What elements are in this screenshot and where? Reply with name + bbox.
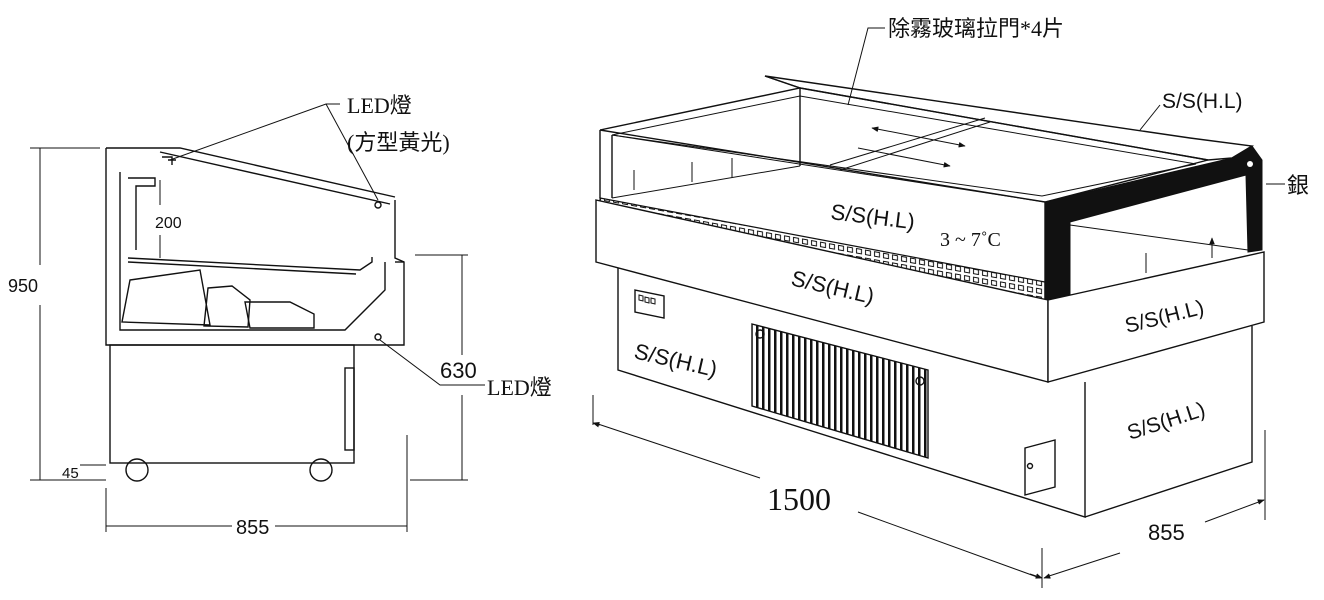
side-base-body: [109, 344, 355, 464]
silver-label: 銀: [1287, 173, 1309, 198]
dim-630-lines: [410, 254, 468, 481]
iso-glass-inner: [611, 95, 1197, 197]
side-shelf-lower: [127, 261, 357, 275]
side-top-bracket: [162, 156, 176, 165]
dim-950: 950: [8, 276, 38, 296]
iso-dim-extension-lines: [592, 395, 1266, 588]
iso-view: 除霧玻璃拉門*4片 S/S(H.L) 銀 S/S(H.L) 3 ~ 7˚C S/…: [592, 16, 1309, 588]
iso-vent-screw-2: [915, 376, 925, 386]
side-shelf: [127, 257, 373, 271]
iso-top-canopy: [764, 75, 1255, 161]
dim-1500-arrow-right: [1029, 573, 1043, 579]
iso-slide-arrow-2: [857, 147, 951, 168]
temperature-label: 3 ~ 7˚C: [940, 229, 1001, 251]
iso-glass-top: [599, 87, 1209, 203]
lower-left-label: S/S(H.L): [632, 339, 720, 382]
dim-855-side: 855: [236, 517, 269, 539]
led-label-top-sub: (方型黃光): [347, 130, 450, 155]
side-back-bracket: [128, 177, 156, 250]
dim-855-side-lines: [105, 435, 408, 532]
dim-630: 630: [440, 358, 477, 383]
dim-45-lines: [62, 464, 106, 481]
side-caster-left: [125, 458, 149, 482]
side-top-rail: [106, 147, 396, 198]
iso-air-arrows: [633, 158, 1212, 295]
iso-vent-grille: [751, 323, 929, 459]
led-leader-3: [379, 339, 485, 386]
side-glass-line: [159, 151, 391, 205]
dim-45: 45: [62, 465, 79, 482]
iso-slide-arrow-1: [871, 126, 966, 148]
side-caster-right: [309, 458, 333, 482]
dim-200: 200: [155, 215, 182, 232]
led-label-bottom: LED燈: [487, 375, 552, 400]
side-door-handle: [344, 367, 355, 451]
iso-access-door: [1024, 439, 1056, 496]
side-led-bottom: [374, 333, 382, 341]
dim-1500: 1500: [767, 481, 831, 517]
side-inner-wall: [119, 172, 386, 331]
side-view: LED燈 (方型黃光) LED燈 950 630 200 45 855: [8, 93, 552, 539]
side-product-3: [244, 301, 315, 329]
dim-855-arrow-right: [1257, 499, 1265, 505]
side-product-2: [203, 285, 251, 328]
iso-controller-display: [638, 294, 656, 305]
iso-door-joint: [829, 117, 991, 171]
lower-right-label: S/S(H.L): [1124, 398, 1208, 445]
iso-lower-front: [617, 268, 1086, 518]
side-product-1: [121, 269, 211, 326]
iso-controller: [634, 289, 665, 319]
glass-door-label: 除霧玻璃拉門*4片: [888, 16, 1064, 41]
side-upper-outline: [105, 148, 405, 346]
inner-front-label: S/S(H.L): [829, 199, 916, 234]
iso-vent-screw-1: [755, 329, 765, 339]
dim-855-arrow-left: [1043, 573, 1051, 579]
dim-1500-arrow-left: [592, 422, 601, 428]
led-leader-2: [325, 103, 379, 201]
glass-door-leader: [847, 27, 885, 106]
top-rim-leader: [1139, 104, 1161, 131]
iso-frame-screw: [1247, 161, 1253, 167]
led-label-top: LED燈: [347, 93, 412, 118]
dim-855-iso-lines: [1045, 499, 1265, 578]
iso-rail-line: [611, 134, 1046, 203]
iso-lower-side: [1084, 326, 1253, 518]
iso-inner-back: [611, 165, 1249, 251]
dim-855-iso: 855: [1148, 520, 1185, 545]
top-rim-label: S/S(H.L): [1162, 90, 1243, 113]
dim-950-lines: [30, 147, 100, 481]
iso-side-rim: [1047, 251, 1265, 383]
iso-door-knob: [1026, 462, 1034, 470]
dim-1500-lines: [594, 422, 1041, 579]
side-led-top: [374, 201, 382, 209]
